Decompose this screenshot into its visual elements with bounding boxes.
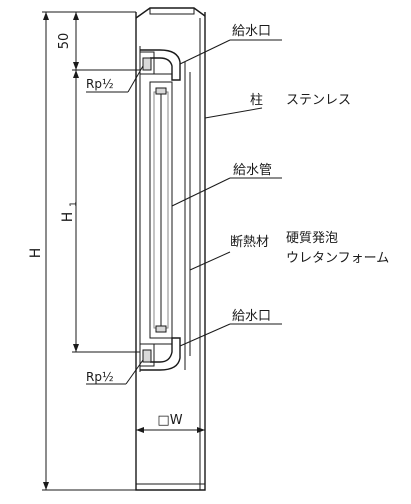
dim-h1-sub: 1 [69, 201, 79, 207]
thread-top-callout: Rp½ [86, 65, 144, 93]
top-inlet-fitting [139, 49, 181, 81]
dim-h1-main: H [60, 212, 76, 223]
callout-inlet-top: 給水口 [179, 24, 282, 65]
callout-water-pipe: 給水管 [171, 163, 282, 207]
thread-bottom-callout: Rp½ [86, 359, 144, 385]
dim-w-label: □W [157, 413, 182, 428]
label-column: 柱 [250, 93, 263, 108]
dimension-lines [42, 11, 205, 491]
label-insulation-material-2: ウレタンフォーム [286, 251, 389, 266]
label-water-pipe: 給水管 [233, 163, 272, 178]
label-insulation: 断熱材 [230, 235, 269, 250]
water-pipe [149, 81, 173, 339]
dim-h1-label: H 1 [60, 201, 79, 222]
callout-insulation: 断熱材 硬質発泡 ウレタンフォーム [189, 231, 389, 271]
column-body [135, 7, 206, 491]
dim-50-label: 50 [57, 33, 72, 50]
dim-h-label: H [28, 248, 44, 259]
thread-top-label: Rp½ [86, 77, 114, 91]
bottom-inlet-fitting [139, 337, 181, 371]
label-inlet-bottom: 給水口 [232, 309, 271, 324]
label-column-material: ステンレス [286, 93, 351, 108]
thread-bottom-label: Rp½ [86, 370, 114, 384]
insulation-chamber [139, 46, 191, 372]
label-inlet-top: 給水口 [232, 24, 271, 39]
label-insulation-material-1: 硬質発泡 [286, 231, 338, 246]
callout-column: 柱 ステンレス [204, 93, 351, 119]
callout-inlet-bottom: 給水口 [179, 309, 282, 347]
